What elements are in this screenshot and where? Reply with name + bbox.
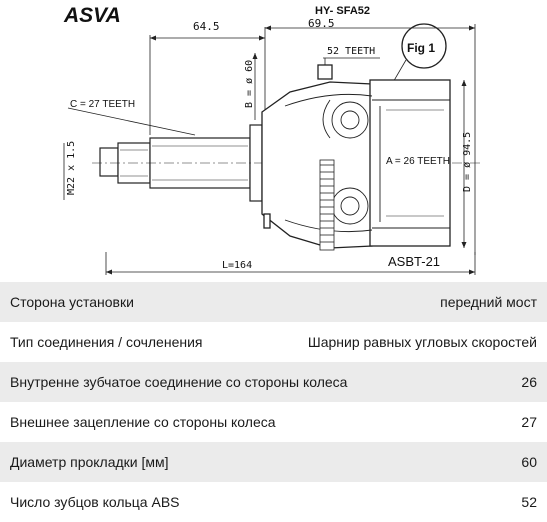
dimension-arrows <box>106 25 475 275</box>
dim-total-length: L=164 <box>222 260 252 271</box>
spec-value: 26 <box>521 374 537 390</box>
spec-row-inner-spline: Внутренне зубчатое соединение со стороны… <box>0 362 547 402</box>
abs-ring <box>319 159 335 251</box>
dim-outer-diameter: D = ø 94.5 <box>462 132 473 192</box>
dim-abs-teeth: 52 TEETH <box>327 46 375 57</box>
dim-body-length: 69.5 <box>308 17 335 30</box>
part-number: ASBT-21 <box>388 254 440 269</box>
spec-value: 52 <box>521 494 537 510</box>
joint-body <box>261 64 451 249</box>
spec-value: 60 <box>521 454 537 470</box>
spec-table: Сторона установки передний мост Тип соед… <box>0 282 547 522</box>
technical-drawing: ASVA HY- SFA52 Fig 1 <box>63 4 482 275</box>
spec-label: Диаметр прокладки [мм] <box>10 454 169 470</box>
dim-shaft-length: 64.5 <box>193 20 220 33</box>
brand-logo: ASVA <box>63 4 121 27</box>
dim-seal-diameter: B = ø 60 <box>244 60 255 108</box>
fig-label: Fig 1 <box>407 41 435 55</box>
spec-label: Тип соединения / сочленения <box>10 334 203 350</box>
spec-label: Внешнее зацепление со стороны колеса <box>10 414 276 430</box>
spec-value: 27 <box>521 414 537 430</box>
model-code: HY- SFA52 <box>315 5 370 17</box>
dim-outer-spline: C = 27 TEETH <box>70 99 135 110</box>
spec-label: Число зубцов кольца ABS <box>10 494 180 510</box>
spec-label: Сторона установки <box>10 294 134 310</box>
spec-value: передний мост <box>440 294 537 310</box>
spec-row-abs-teeth: Число зубцов кольца ABS 52 <box>0 482 547 522</box>
spec-row-seal-diameter: Диаметр прокладки [мм] 60 <box>0 442 547 482</box>
spec-row-outer-spline: Внешнее зацепление со стороны колеса 27 <box>0 402 547 442</box>
spec-row-joint-type: Тип соединения / сочленения Шарнир равны… <box>0 322 547 362</box>
dim-inner-spline: A = 26 TEETH <box>386 156 450 167</box>
spec-label: Внутренне зубчатое соединение со стороны… <box>10 374 348 390</box>
spec-row-mounting-side: Сторона установки передний мост <box>0 282 547 322</box>
spec-value: Шарнир равных угловых скоростей <box>307 334 537 350</box>
dim-thread: M22 x 1.5 <box>66 141 77 195</box>
